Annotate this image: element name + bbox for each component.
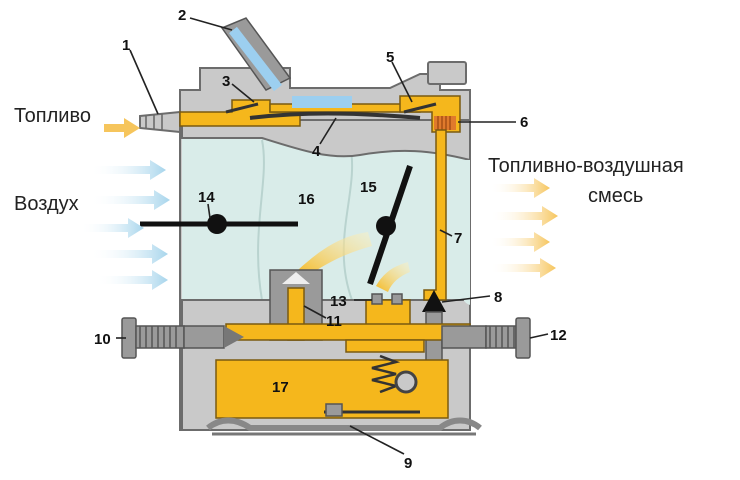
air-label: Воздух bbox=[14, 193, 79, 215]
part-number-12: 12 bbox=[550, 327, 567, 344]
metering-chamber-17 bbox=[215, 354, 449, 419]
part-number-10: 10 bbox=[94, 331, 111, 348]
part-number-11: 11 bbox=[326, 313, 342, 330]
part-number-4: 4 bbox=[312, 143, 321, 160]
part-number-17: 17 bbox=[272, 379, 289, 396]
part-number-3: 3 bbox=[222, 73, 230, 90]
part-number-16: 16 bbox=[298, 191, 315, 208]
part-number-9: 9 bbox=[404, 455, 412, 472]
mixture-label-line1: Топливно-воздушная bbox=[488, 155, 684, 177]
leader-lines bbox=[116, 17, 549, 455]
outlet-valve-5 bbox=[403, 102, 437, 114]
part-number-6: 6 bbox=[520, 114, 528, 131]
part-number-13: 13 bbox=[330, 293, 347, 310]
fuel-filter-6 bbox=[434, 116, 456, 130]
choke-flap-14 bbox=[140, 214, 298, 234]
mixture-label-line2: смесь bbox=[588, 185, 643, 207]
metering-diaphragm-9 bbox=[206, 417, 482, 436]
fuel-spray-idle bbox=[376, 262, 410, 292]
fuel-label: Топливо bbox=[14, 105, 91, 127]
part-number-7: 7 bbox=[454, 230, 462, 247]
part-number-14: 14 bbox=[198, 189, 215, 206]
pump-diaphragm bbox=[249, 111, 421, 120]
impulse-nozzle bbox=[220, 17, 292, 92]
fuel-channel-7 bbox=[423, 129, 447, 301]
part-number-8: 8 bbox=[494, 289, 502, 306]
fuel-spray-main bbox=[298, 232, 372, 278]
fuel-inlet-fitting bbox=[139, 110, 181, 134]
inlet-valve-3 bbox=[225, 102, 259, 114]
fuel-channel-lower bbox=[225, 323, 471, 341]
part-number-2: 2 bbox=[178, 7, 186, 24]
part-number-15: 15 bbox=[360, 179, 377, 196]
part-number-5: 5 bbox=[386, 49, 394, 66]
air-arrows bbox=[80, 160, 170, 290]
fuel-arrow bbox=[104, 118, 140, 138]
throttle-flap-15 bbox=[367, 165, 413, 285]
mixture-arrows bbox=[490, 178, 558, 278]
adjust-screw-10 bbox=[121, 317, 244, 359]
mixing-chamber-16 bbox=[182, 138, 470, 305]
part-number-1: 1 bbox=[122, 37, 130, 54]
